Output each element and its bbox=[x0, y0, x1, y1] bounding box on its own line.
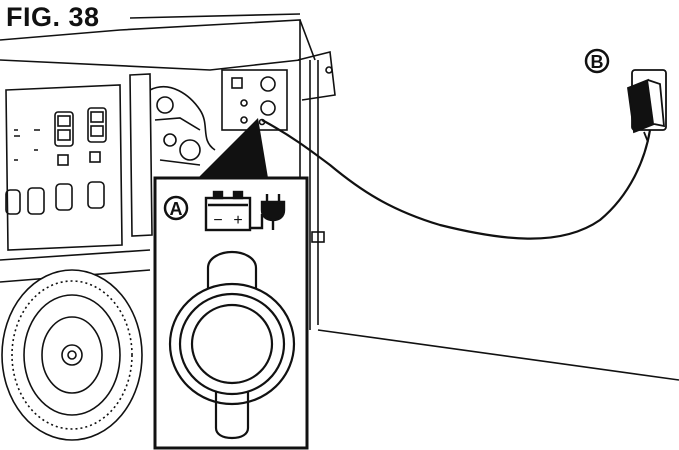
battery-plus-label: + bbox=[233, 212, 242, 229]
callout-a-letter: A bbox=[170, 199, 183, 219]
battery-to-plug-line bbox=[250, 214, 264, 230]
callout-b-letter: B bbox=[591, 52, 604, 72]
battery-minus-label: − bbox=[213, 212, 222, 229]
zoom-pointer bbox=[198, 118, 268, 178]
battery-icon: − + bbox=[204, 190, 252, 232]
generator bbox=[0, 13, 679, 381]
wheel bbox=[1, 269, 143, 441]
charging-port-socket[interactable] bbox=[168, 250, 296, 440]
callout-a: A bbox=[163, 195, 189, 221]
charger-cable bbox=[261, 119, 652, 240]
wall-charger-icon bbox=[627, 78, 666, 143]
inset-panel: A − + bbox=[153, 176, 309, 450]
callout-b: B bbox=[584, 48, 610, 74]
plug-icon bbox=[260, 194, 286, 230]
figure-title: FIG. 38 bbox=[6, 2, 100, 32]
